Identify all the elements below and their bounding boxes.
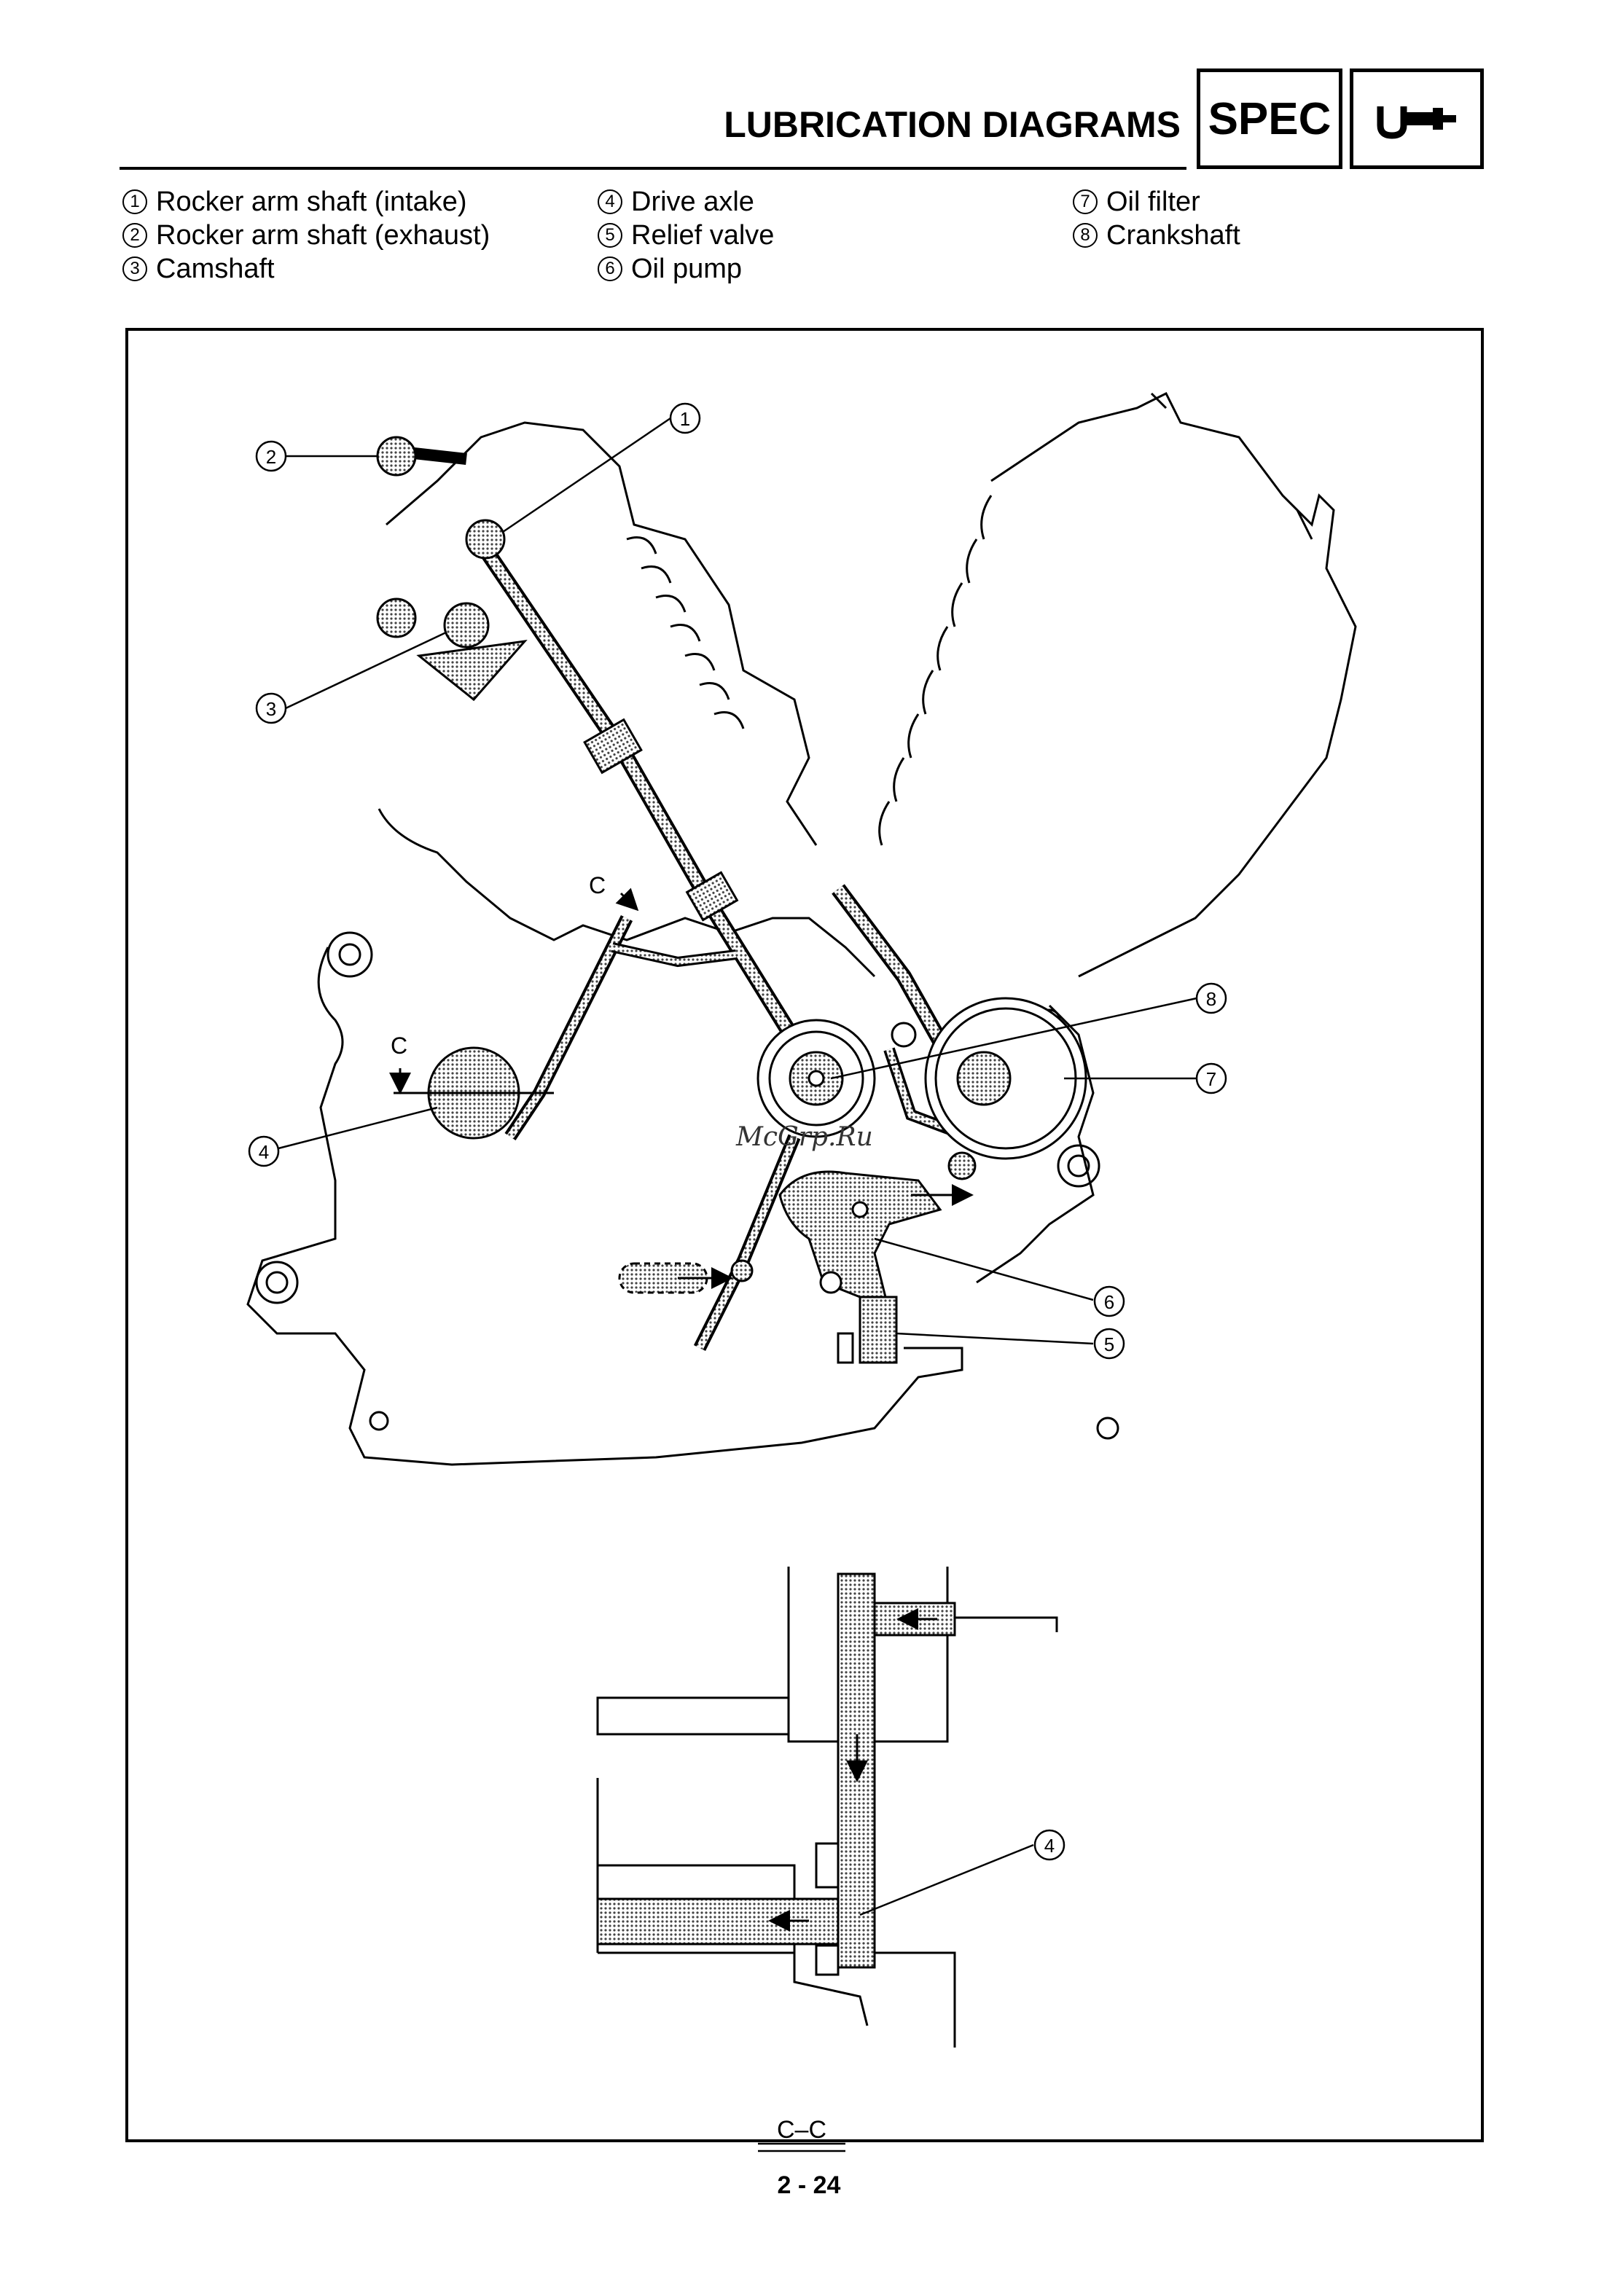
section-view-label: C–C — [777, 2116, 826, 2144]
rocker-arm-shaft-intake — [466, 520, 504, 558]
leader-lines — [278, 418, 1197, 1344]
oil-filter — [958, 1052, 1010, 1105]
page-number: 2 - 24 — [758, 2171, 860, 2200]
callout-number: 7 — [1206, 1068, 1216, 1090]
callout-number: 4 — [1044, 1835, 1055, 1857]
section-marker-label: C — [391, 1033, 407, 1059]
callout-6: 6 — [1095, 1287, 1124, 1316]
callout-5: 5 — [1095, 1329, 1124, 1358]
callout-number: 6 — [1104, 1291, 1114, 1313]
rocker-arm-shaft-exhaust — [378, 437, 415, 475]
callout-1: 1 — [670, 404, 700, 433]
relief-valve — [860, 1297, 896, 1363]
callout-8: 8 — [1197, 984, 1226, 1013]
callout-number: 3 — [266, 698, 276, 720]
rocker-arm-shaft-exhaust — [378, 599, 415, 637]
watermark: McGrp.Ru — [735, 1122, 873, 1152]
callout-number: 2 — [266, 446, 276, 468]
oil-pump-assembly — [619, 1153, 975, 1363]
camshaft — [445, 603, 488, 647]
callout-number: 1 — [680, 408, 690, 430]
callout-3: 3 — [257, 694, 286, 723]
engine-outline — [248, 393, 1356, 1465]
section-view — [598, 1567, 1057, 2151]
callout-number: 5 — [1104, 1333, 1114, 1355]
oil-pump — [780, 1172, 940, 1312]
callout-7: 7 — [1197, 1064, 1226, 1093]
callouts: 1 2 3 4 5 6 7 8 — [249, 404, 1226, 1358]
callout-4: 4 — [249, 1137, 278, 1166]
callout-2: 2 — [257, 442, 286, 471]
callout-number: 8 — [1206, 988, 1216, 1010]
section-callout-4: 4 — [1035, 1830, 1064, 1860]
callout-number: 4 — [259, 1141, 269, 1163]
section-marker-label: C — [589, 872, 606, 898]
